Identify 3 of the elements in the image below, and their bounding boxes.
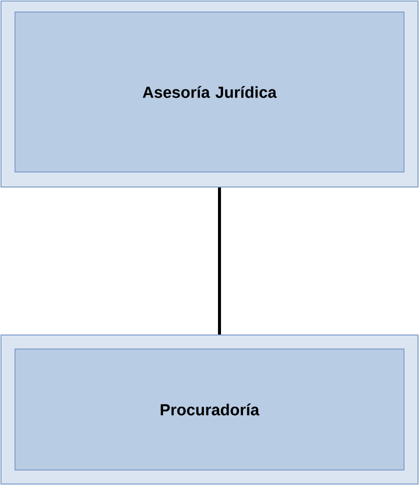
org-box: Procuradoría	[14, 348, 404, 470]
connector-line	[218, 188, 221, 334]
org-box: Asesoría Jurídica	[14, 12, 404, 172]
